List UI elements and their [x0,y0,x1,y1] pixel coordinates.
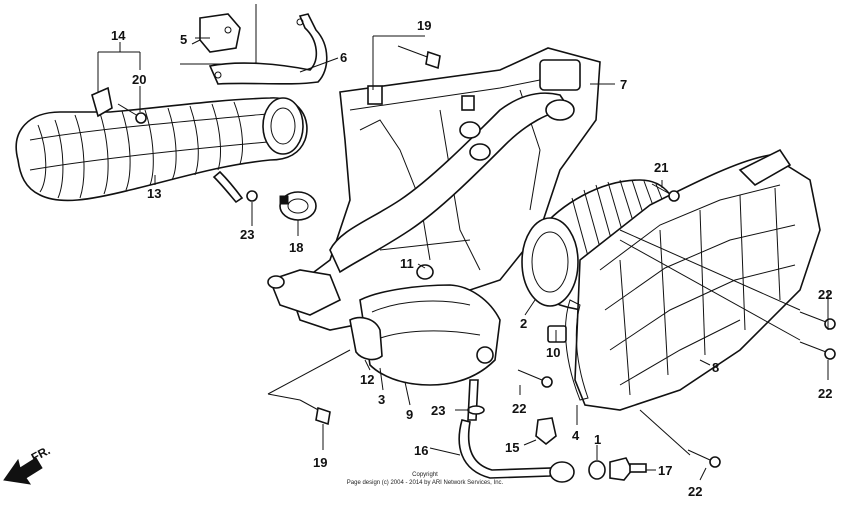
screw-part-22-right-upper [799,311,836,330]
screw-part-22-middle [517,369,553,388]
callout-9: 9 [406,407,413,422]
front-arrow-icon [3,457,43,485]
screw-part-19-lower [299,399,331,426]
callout-14: 14 [111,28,126,43]
clip-part-15 [535,417,557,446]
callout-23-upper: 23 [240,227,254,242]
stay-bracket-part-6 [208,13,328,85]
callout-16: 16 [414,443,428,458]
callout-21: 21 [654,160,668,175]
intake-duct-part [15,86,308,204]
callout-10: 10 [546,345,560,360]
block-part-10 [547,325,567,343]
callout-1: 1 [594,432,601,447]
screw-part-21 [651,183,680,202]
lower-cover-part [349,284,501,386]
screw-part-22-bottom [687,449,721,468]
callout-19-bottom: 19 [313,455,327,470]
callout-2: 2 [520,316,527,331]
callout-7: 7 [620,77,627,92]
callout-12: 12 [360,372,374,387]
drain-tube-part [458,379,575,483]
callout-6: 6 [340,50,347,65]
screw-part-19-upper [397,45,441,70]
copyright-footer: Copyright Page design (c) 2004 - 2014 by… [347,472,504,486]
front-direction-indicator: FR. [3,443,52,485]
bracket-part-5 [180,4,257,65]
callout-22-right-lower: 22 [818,386,832,401]
copyright-line-2: Page design (c) 2004 - 2014 by ARI Netwo… [347,480,504,486]
air-cleaner-case-part [267,47,601,331]
cap-part-1 [588,460,606,480]
callout-18: 18 [289,240,303,255]
hose-clamp-part-18 [279,191,317,221]
callout-23-lower: 23 [431,403,445,418]
callout-17: 17 [658,463,672,478]
callout-labels: 1 2 3 4 5 6 7 8 9 10 11 12 13 14 15 16 1… [111,18,832,499]
clip-part-23-lower [467,405,485,415]
callout-22-right-upper: 22 [818,287,832,302]
leader-lines [97,35,829,481]
callout-5: 5 [180,32,187,47]
callout-19-top: 19 [417,18,431,33]
callout-3: 3 [378,392,385,407]
copyright-line-1: Copyright [412,472,438,478]
callout-8: 8 [712,360,719,375]
screw-part-22-right-lower [799,341,836,360]
callout-13: 13 [147,186,161,201]
bolt-part-17 [609,457,647,481]
callout-20: 20 [132,72,146,87]
callout-15: 15 [505,440,519,455]
callout-22-middle: 22 [512,401,526,416]
callout-4: 4 [572,428,580,443]
callout-11: 11 [400,256,414,271]
screw-part-20 [117,103,147,124]
clip-part-23-upper [246,190,258,202]
callout-22-bottom: 22 [688,484,702,499]
